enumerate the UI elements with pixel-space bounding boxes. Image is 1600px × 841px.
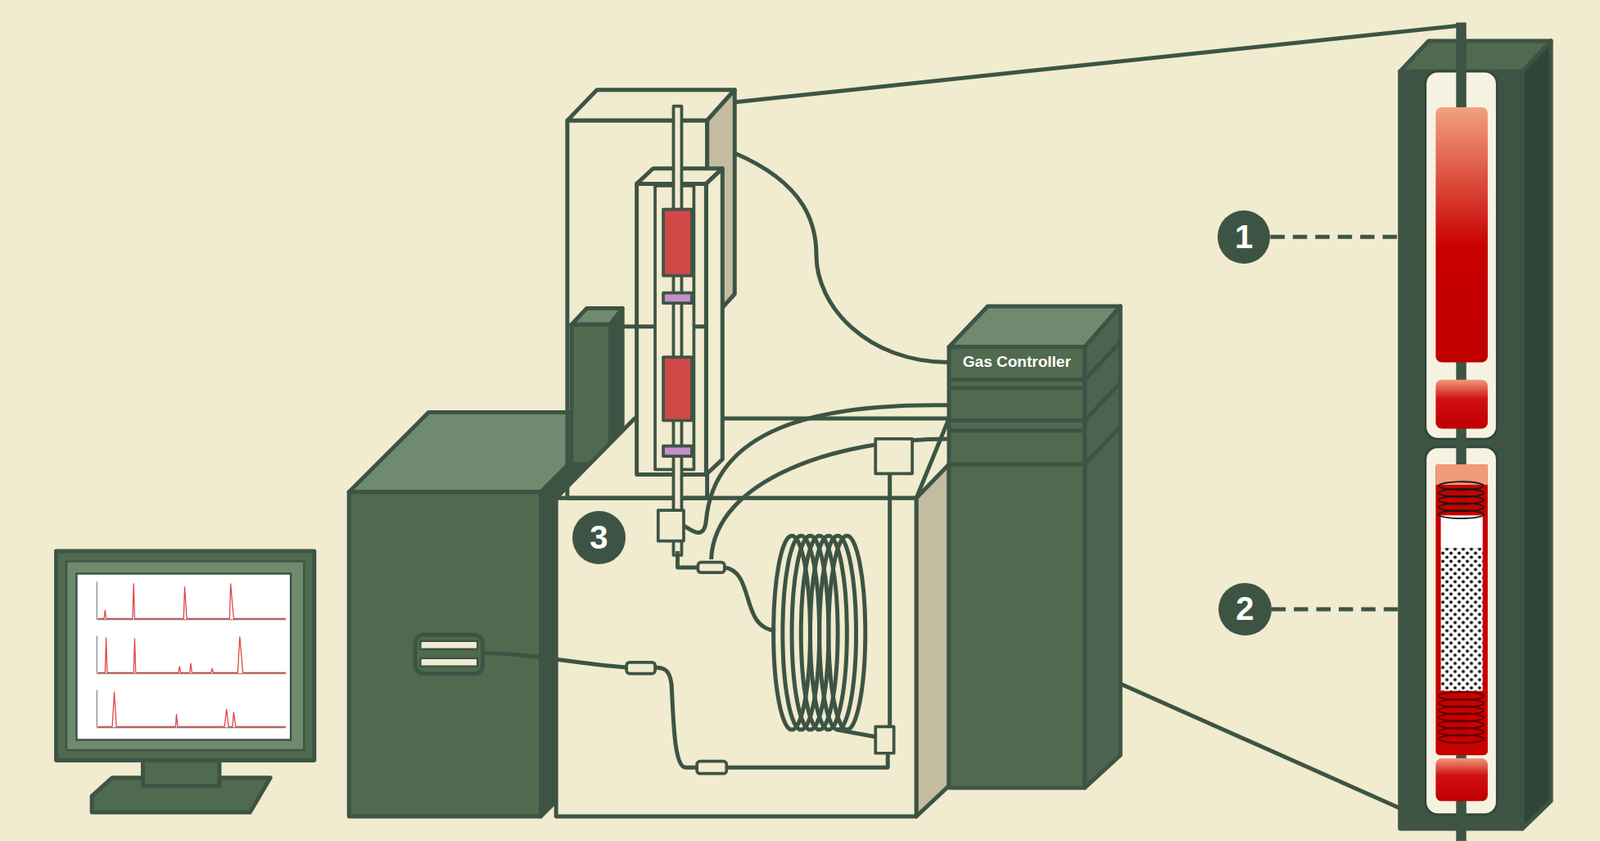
callout-number: 3 — [572, 510, 626, 565]
node-label: Gas Controller — [949, 352, 1085, 372]
controller-box: Gas Controller — [949, 340, 1085, 384]
callout-number: 1 — [1217, 210, 1271, 264]
callout-number: 2 — [1218, 583, 1272, 637]
